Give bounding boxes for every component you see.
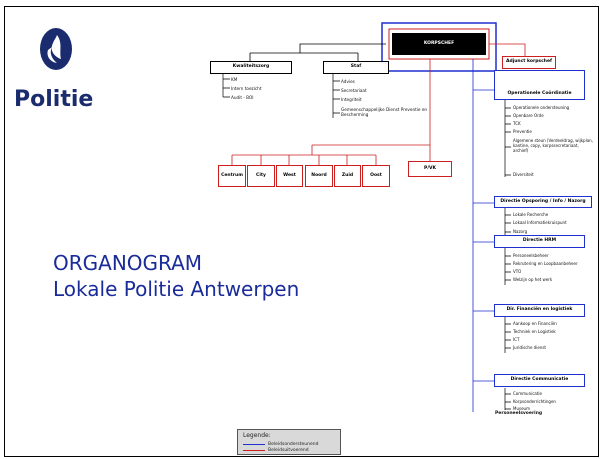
right-column-ticks — [504, 100, 511, 410]
staff-group-staf: Staf — [323, 61, 389, 74]
kwaliteitszorg-item-2: Intern toezicht — [231, 86, 262, 91]
opco-item-4: Preventie — [513, 129, 532, 134]
opco-item-6: Diversiteit — [513, 172, 534, 177]
section-directie-communicatie: Directie Communicatie — [494, 374, 585, 387]
police-flame-logo-icon — [40, 28, 72, 70]
legend-item-support: Beleidsondersteunend — [243, 442, 318, 447]
hrm-item-3: VTO — [513, 269, 522, 274]
district-zuid: Zuid — [334, 165, 361, 187]
district-oost: Oost — [362, 165, 390, 187]
opco-item-3: TCK — [513, 121, 521, 126]
pvk-box: P/VK — [408, 161, 452, 177]
opco-item-1: Operationele ondersteuning — [513, 105, 570, 110]
section-financien-logistiek: Dir. Financiën en logistiek — [494, 304, 585, 317]
district-centrum: Centrum — [218, 165, 246, 187]
legend-swatch-red — [243, 450, 265, 451]
personeelsvoering-label: Personeelsvoering — [495, 411, 543, 416]
kwaliteitszorg-item-3: Audit - BOI — [231, 95, 254, 100]
staff-group-kwaliteitszorg: Kwaliteitszorg — [210, 61, 292, 74]
section-directie-opsporing: Directie Opsporing / Info / Nazorg — [494, 196, 592, 208]
comm-item-2: Korpsonderrichtingen — [513, 399, 556, 404]
korpschef-label: KORPSCHEF — [423, 40, 455, 46]
adjunct-korpschef: Adjunct korpschef — [502, 56, 556, 69]
comm-item-1: Communicatie — [513, 391, 543, 396]
brand-name: Politie — [14, 87, 94, 112]
finlog-item-3: ICT — [513, 337, 520, 342]
legend-label-executive: Beleidsuitvoerend — [268, 448, 309, 453]
hrm-item-2: Rekrutering en Loopbaanbeheer — [513, 261, 578, 266]
section-operationele-coordinatie: Operationele Coördinatie — [494, 70, 585, 100]
finlog-item-4: Juridische dienst — [513, 345, 546, 350]
legend-swatch-blue — [243, 444, 265, 445]
staf-item-2: Secretariaat — [341, 88, 367, 93]
legend: Legende: Beleidsondersteunend Beleidsuit… — [237, 429, 341, 455]
comm-item-3: Museum — [513, 406, 530, 411]
staff-item-ticks — [222, 74, 340, 118]
staf-item-1: Advies — [341, 79, 355, 84]
district-city: City — [247, 165, 275, 187]
opco-item-5: Algemene steun (Verdeeldrag, wijkplan, k… — [513, 138, 593, 153]
opco-item-2: Openbare Orde — [513, 113, 544, 118]
staf-item-3: Integriteit — [341, 97, 362, 102]
legend-item-executive: Beleidsuitvoerend — [243, 448, 309, 453]
page-title-line-1: ORGANOGRAM — [53, 251, 203, 275]
legend-label-support: Beleidsondersteunend — [268, 442, 319, 447]
opsporing-item-3: Nazorg — [513, 229, 528, 234]
kwaliteitszorg-item-1: KM — [231, 77, 238, 82]
opsporing-item-2: Lokaal Informatiekruispunt — [513, 220, 567, 225]
district-west: West — [276, 165, 303, 187]
finlog-item-1: Aankoop en Financiën — [513, 321, 557, 326]
district-noord: Noord — [305, 165, 333, 187]
staf-item-4: Gemeenschappelijke Dienst Preventie en B… — [341, 107, 428, 118]
hrm-item-4: Welzijn op het werk — [513, 277, 553, 282]
page-title-line-2: Lokale Politie Antwerpen — [53, 277, 300, 301]
finlog-item-2: Techniek en Logistiek — [513, 329, 556, 334]
hrm-item-1: Personeelsbeheer — [513, 253, 549, 258]
legend-title: Legende: — [243, 432, 271, 439]
korpschef-box: KORPSCHEF — [392, 33, 486, 55]
slide: Politie KORPSCHEF Kwaliteitszorg Staf KM… — [4, 6, 599, 457]
opsporing-item-1: Lokale Recherche — [513, 212, 549, 217]
section-directie-hrm: Directie HRM — [494, 235, 585, 248]
